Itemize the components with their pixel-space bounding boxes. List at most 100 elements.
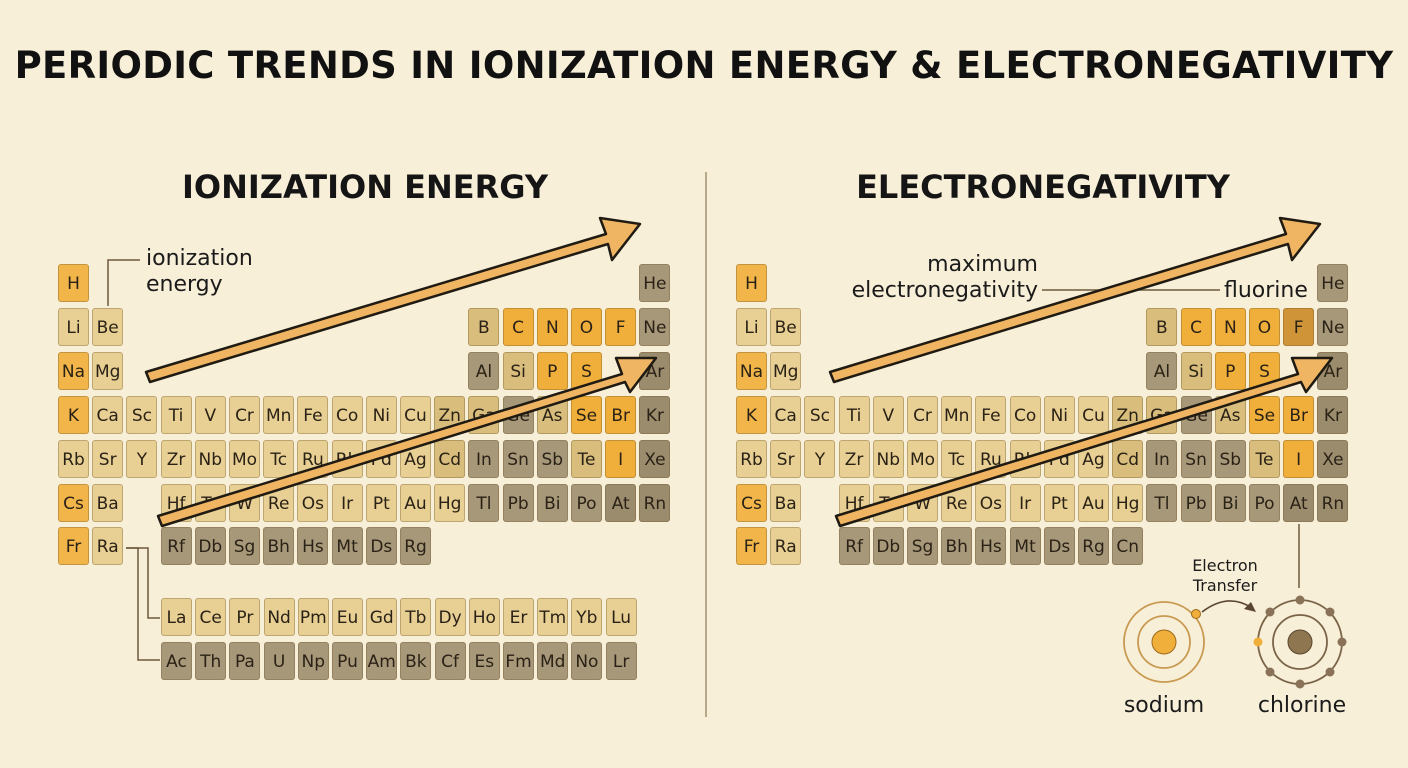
element-cell-ne: Ne [639, 307, 671, 346]
element-cell-lu: Lu [605, 598, 637, 636]
element-cell-ar: Ar [639, 351, 671, 390]
element-cell-s: S [1249, 351, 1280, 390]
element-cell-no: No [571, 641, 603, 680]
element-cell-fe: Fe [297, 395, 329, 434]
element-cell-hg: Hg [1112, 483, 1144, 522]
element-cell-ds: Ds [365, 527, 397, 566]
element-cell-na: Na [58, 351, 89, 390]
element-cell-rg: Rg [1078, 527, 1109, 566]
fluorine-label: fluorine [1224, 278, 1308, 303]
element-cell-ti: Ti [838, 395, 870, 434]
element-cell-n: N [536, 307, 568, 346]
panel-divider [705, 172, 707, 717]
element-cell-bi: Bi [536, 483, 568, 522]
element-cell-in: In [468, 439, 500, 478]
element-cell-er: Er [503, 598, 534, 636]
element-cell-ba: Ba [92, 483, 124, 522]
element-cell-pb: Pb [502, 483, 534, 522]
element-cell-db: Db [872, 527, 904, 566]
element-cell-au: Au [1078, 483, 1109, 522]
element-cell-p: P [1214, 351, 1246, 390]
element-cell-ar: Ar [1317, 351, 1349, 390]
element-cell-ra: Ra [770, 527, 802, 566]
element-cell-ba: Ba [770, 483, 802, 522]
element-cell-mg: Mg [770, 351, 802, 390]
element-cell-tl: Tl [1146, 483, 1178, 522]
main-title: PERIODIC TRENDS IN IONIZATION ENERGY & E… [14, 44, 1394, 87]
element-cell-te: Te [571, 439, 602, 478]
element-cell-ce: Ce [195, 598, 227, 636]
caption-line-1: Electron [1192, 556, 1258, 575]
element-cell-h: H [58, 264, 89, 302]
element-cell-sg: Sg [229, 527, 260, 566]
element-cell-cd: Cd [1112, 439, 1144, 478]
element-cell-ir: Ir [331, 483, 363, 522]
element-cell-in: In [1146, 439, 1178, 478]
element-cell-th: Th [195, 641, 227, 680]
max-electronegativity-annotation: maximum electronegativity [848, 252, 1038, 304]
element-cell-cs: Cs [58, 483, 89, 522]
element-cell-mg: Mg [92, 351, 124, 390]
element-cell-pa: Pa [229, 641, 261, 680]
element-cell-o: O [571, 307, 602, 346]
element-cell-am: Am [366, 641, 398, 680]
element-cell-nb: Nb [872, 439, 904, 478]
annotation-line-1: ionization [146, 246, 253, 271]
element-cell-i: I [1283, 439, 1315, 478]
element-cell-p: P [536, 351, 568, 390]
element-cell-kr: Kr [1317, 395, 1349, 434]
element-cell-v: V [194, 395, 226, 434]
element-cell-ga: Ga [1146, 395, 1178, 434]
element-cell-sb: Sb [536, 439, 568, 478]
element-cell-rh: Rh [1009, 439, 1041, 478]
element-cell-c: C [1180, 307, 1212, 346]
element-cell-tl: Tl [468, 483, 500, 522]
element-cell-li: Li [58, 307, 89, 346]
element-cell-sn: Sn [1180, 439, 1212, 478]
element-cell-f: F [605, 307, 637, 346]
element-cell-rb: Rb [58, 439, 89, 478]
element-cell-hs: Hs [975, 527, 1007, 566]
element-cell-tc: Tc [941, 439, 973, 478]
element-cell-cn: Cn [1112, 527, 1144, 566]
element-cell-mn: Mn [263, 395, 295, 434]
element-cell-os: Os [975, 483, 1007, 522]
element-cell-hs: Hs [297, 527, 329, 566]
element-cell-pm: Pm [297, 598, 329, 636]
element-cell-y: Y [126, 439, 158, 478]
element-cell-be: Be [770, 307, 802, 346]
caption-line-2: Transfer [1192, 576, 1258, 595]
sodium-label: sodium [1123, 693, 1205, 718]
element-cell-fm: Fm [503, 641, 534, 680]
element-cell-re: Re [263, 483, 295, 522]
element-cell-pb: Pb [1180, 483, 1212, 522]
element-cell-na: Na [736, 351, 767, 390]
element-cell-ac: Ac [161, 641, 192, 680]
element-cell-al: Al [1146, 351, 1178, 390]
element-cell-ni: Ni [365, 395, 397, 434]
element-cell-as: As [1214, 395, 1246, 434]
element-cell-o: O [1249, 307, 1280, 346]
element-cell-ra: Ra [92, 527, 124, 566]
element-cell-y: Y [804, 439, 836, 478]
element-cell-rn: Rn [639, 483, 671, 522]
element-cell-mo: Mo [229, 439, 260, 478]
element-cell-bi: Bi [1214, 483, 1246, 522]
lanthanide-bracket-line [126, 547, 160, 619]
element-cell-co: Co [331, 395, 363, 434]
element-cell-xe: Xe [639, 439, 671, 478]
element-cell-ti: Ti [160, 395, 192, 434]
element-cell-kr: Kr [639, 395, 671, 434]
element-cell-bh: Bh [263, 527, 295, 566]
element-cell-xe: Xe [1317, 439, 1349, 478]
ionization-leader-line [107, 259, 140, 306]
element-cell-pr: Pr [229, 598, 261, 636]
element-cell-sc: Sc [804, 395, 836, 434]
element-cell-zr: Zr [838, 439, 870, 478]
element-cell-k: K [58, 395, 89, 434]
annotation-line-2: energy [146, 272, 223, 297]
element-cell-at: At [605, 483, 637, 522]
element-cell-s: S [571, 351, 602, 390]
element-cell-f: F [1283, 307, 1315, 346]
element-cell-ni: Ni [1043, 395, 1075, 434]
